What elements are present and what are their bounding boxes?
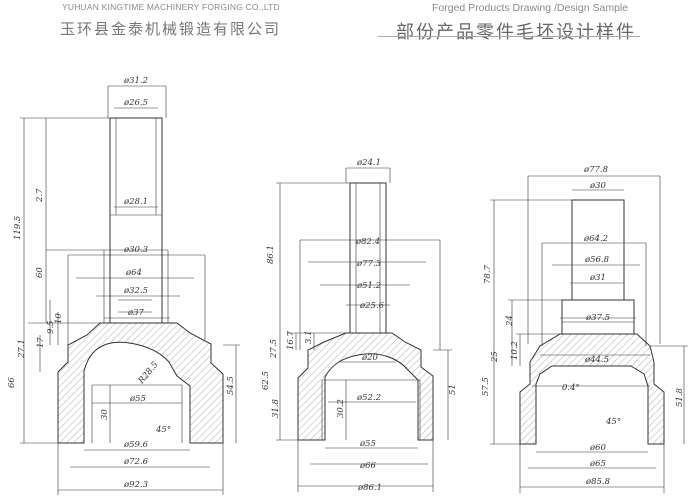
p1-dim-radius: R28.5	[136, 360, 161, 387]
p2-dim-d-inner: ø20	[361, 353, 379, 363]
p1-dim-d-stem: ø28.1	[123, 197, 148, 207]
p1-dim-h-271: 27.1	[17, 339, 27, 359]
drawing-title-en: Forged Products Drawing /Design Sample	[432, 2, 629, 14]
p1-dim-h-66: 66	[7, 377, 17, 388]
p1-dim-h-30: 30	[100, 409, 110, 420]
part-3-body	[519, 333, 665, 445]
p3-dim-d-mid: ø56.8	[584, 255, 610, 265]
part-3-stem	[560, 199, 636, 335]
p2-dim-h-275: 27.5	[269, 339, 279, 359]
p2-dim-h-861: 86.1	[266, 245, 276, 264]
p2-dim-d-top: ø24.1	[356, 158, 381, 168]
p3-dim-d-collar: ø64.2	[583, 234, 608, 244]
drawing-title-cn: 部份产品零件毛坯设计样件	[396, 22, 636, 43]
p1-dim-d-neck1: ø64	[125, 268, 142, 278]
p1-dim-h-95: 9.5	[46, 320, 56, 334]
p2-dim-d-cav: ø52.2	[356, 393, 381, 403]
p3-dim-d-stem: ø30	[589, 181, 607, 191]
p2-dim-h-31: 3.1	[304, 330, 314, 344]
p2-dim-d-base2: ø66	[359, 461, 377, 471]
p2-dim-d-neck: ø51.2	[356, 281, 381, 291]
p1-dim-d-cav: ø55	[129, 394, 146, 404]
p2-dim-d-stub: ø25.6	[359, 301, 385, 311]
p3-dim-angle1: 0.4°	[562, 383, 580, 393]
p3-dim-h-518: 51.8	[675, 387, 685, 407]
p1-dim-h-10: 10	[54, 313, 64, 324]
p2-dim-h-302: 30.2	[336, 399, 346, 418]
p2-dim-h-167: 16.7	[286, 330, 296, 350]
p3-dim-h-575: 57.5	[481, 377, 491, 396]
p2-dim-d-collar: ø82.4	[355, 237, 380, 247]
p3-dim-d-base3: ø85.8	[585, 477, 611, 487]
part-2-stem	[349, 182, 387, 334]
p3-dim-h-102: 10.2	[510, 341, 520, 360]
p1-dim-h-27: 2.7	[35, 188, 45, 203]
part-2-drawing: ø24.1 ø82.4 ø77.3 ø51.2 ø25.6 ø20 ø52.2 …	[261, 158, 458, 493]
company-name-cn: 玉环县金泰机械锻造有限公司	[60, 20, 282, 38]
part-3-drawing: ø77.8 ø30 ø64.2 ø56.8 ø31 ø37.5 ø44.5 ø6…	[481, 165, 688, 493]
title-underline	[378, 36, 640, 37]
p2-dim-h-625: 62.5	[261, 371, 271, 390]
p3-dim-angle2: 45°	[605, 417, 621, 427]
p1-dim-d-neck3: ø37	[127, 308, 145, 318]
p3-dim-d-neck: ø31	[589, 273, 606, 283]
p3-dim-h-25: 25	[490, 351, 500, 363]
p3-dim-d-top: ø77.8	[583, 165, 609, 175]
p1-dim-h-1195: 119.5	[13, 216, 23, 240]
p2-dim-d-base1: ø55	[359, 439, 376, 449]
p1-dim-h-545: 54.5	[226, 376, 236, 395]
p3-dim-d-base1: ø60	[589, 443, 607, 453]
p1-dim-d-base1: ø59.6	[123, 440, 149, 450]
p1-dim-h-60: 60	[35, 267, 45, 278]
part-1-stem	[103, 117, 169, 324]
company-name-en: YUHUAN KINGTIME MACHINERY FORGING CO.,LT…	[62, 2, 280, 12]
p1-dim-d-collar: ø30.3	[123, 245, 148, 255]
part-1-drawing: ø31.2 ø26.5 ø28.1 ø30.3 ø64 ø32.5 ø37 ø5…	[7, 76, 240, 495]
p2-dim-h-318: 31.8	[271, 398, 281, 418]
p3-dim-d-step: ø37.5	[585, 313, 610, 323]
p1-dim-d-base3: ø92.3	[123, 480, 148, 490]
p2-dim-d-mid: ø77.3	[356, 259, 381, 269]
p2-dim-d-base3: ø86.1	[357, 483, 382, 493]
p3-dim-d-cav: ø44.5	[584, 355, 609, 365]
part-2-body	[297, 332, 434, 441]
p1-dim-angle: 45°	[155, 425, 171, 435]
p3-dim-h-24: 24	[505, 315, 515, 327]
p1-dim-h-17: 17	[36, 337, 46, 348]
p1-dim-d-neck2: ø32.5	[123, 286, 148, 296]
p2-dim-h-51: 51	[448, 384, 458, 395]
p1-dim-d-top: ø31.2	[123, 76, 148, 86]
p1-dim-d-base2: ø72.6	[123, 457, 149, 467]
part-1-body	[57, 322, 224, 444]
p3-dim-h-787: 78.7	[483, 264, 493, 284]
p1-dim-d-bore: ø26.5	[123, 98, 148, 108]
p3-dim-d-base2: ø65	[589, 459, 606, 469]
